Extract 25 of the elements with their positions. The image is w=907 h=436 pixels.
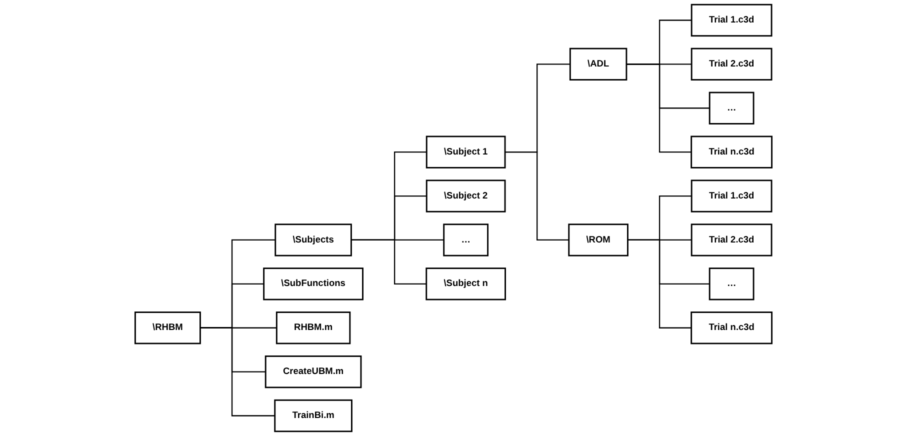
node-box: \Subject 2: [426, 180, 506, 212]
node-box: Trial 1.c3d: [690, 4, 772, 37]
node-box: …: [708, 92, 754, 124]
node-box: Trial n.c3d: [690, 312, 773, 344]
node-box: \RHBM: [134, 312, 201, 344]
node-box: \Subject n: [426, 268, 506, 300]
node-box: …: [443, 224, 489, 256]
node-box: TrainBi.m: [274, 399, 352, 432]
node-box: RHBM.m: [276, 312, 351, 344]
connector: [200, 327, 275, 416]
connector: [626, 64, 692, 153]
node-box: Trial 2.c3d: [690, 224, 772, 256]
node-box: Trial 1.c3d: [690, 180, 772, 212]
node-box: Trial n.c3d: [690, 136, 773, 168]
node-box: …: [708, 268, 754, 300]
connector: [628, 239, 692, 328]
node-box: \ADL: [569, 48, 628, 81]
connector: [351, 239, 426, 284]
node-box: CreateUBM.m: [264, 355, 362, 388]
node-box: \ROM: [568, 224, 628, 256]
node-box: Trial 2.c3d: [690, 48, 772, 81]
node-box: \Subjects: [274, 224, 352, 256]
node-box: \SubFunctions: [263, 268, 364, 300]
connector: [505, 152, 569, 241]
node-box: \Subject 1: [426, 136, 506, 168]
